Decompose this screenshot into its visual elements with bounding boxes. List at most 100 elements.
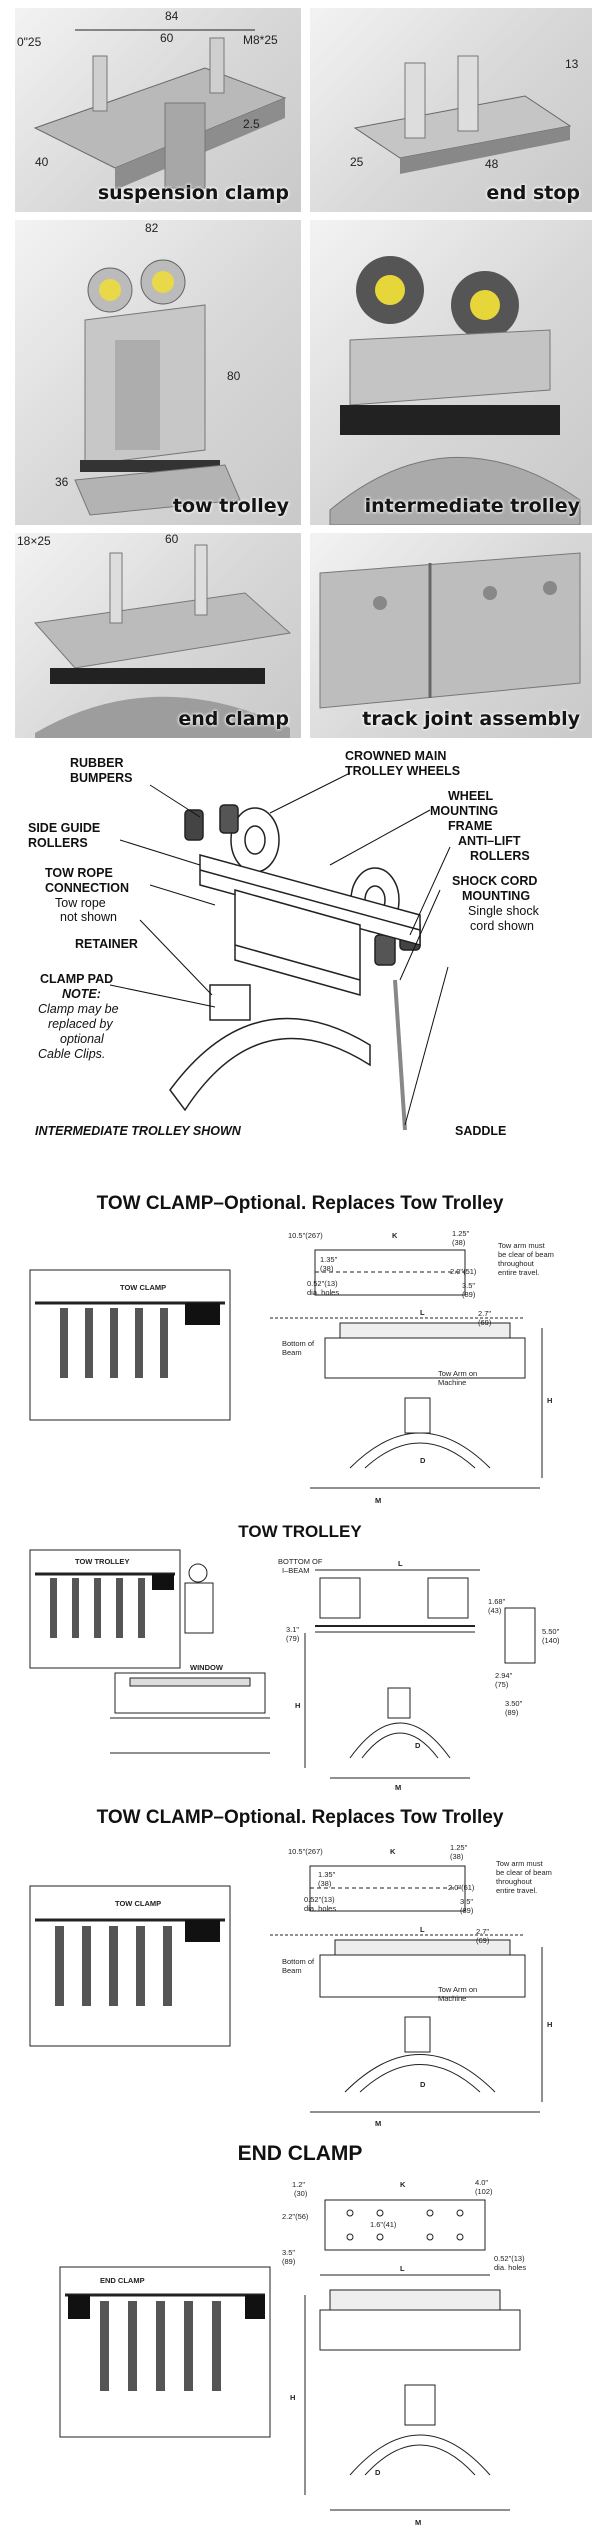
tow-trolley-drawing: TOW TROLLEY WINDOW BOTTOM OF I–BEAM L 1.… xyxy=(29,1549,560,1792)
svg-text:(89): (89) xyxy=(505,1708,519,1717)
label-saddle: SADDLE xyxy=(455,1124,506,1138)
svg-text:3.50": 3.50" xyxy=(505,1699,523,1708)
label-wheel-frame-1: WHEEL xyxy=(448,789,494,803)
photo-tow-trolley: 82 80 36 tow trolley xyxy=(15,220,301,525)
label-side-guide-2: ROLLERS xyxy=(28,836,88,850)
label-clamp-pad-6: Cable Clips. xyxy=(38,1047,105,1061)
svg-text:13: 13 xyxy=(565,57,579,71)
label-wheel-frame-3: FRAME xyxy=(448,819,492,833)
svg-text:(38): (38) xyxy=(452,1238,466,1247)
svg-text:60: 60 xyxy=(160,31,174,45)
label-tow-rope-4: not shown xyxy=(60,910,117,924)
svg-text:2.7": 2.7" xyxy=(476,1927,489,1936)
section-title-tow-trolley: TOW TROLLEY xyxy=(238,1522,362,1541)
svg-text:entire travel.: entire travel. xyxy=(498,1268,539,1277)
svg-text:END CLAMP: END CLAMP xyxy=(100,2276,145,2285)
svg-text:(38): (38) xyxy=(318,1879,332,1888)
svg-text:BOTTOM OF: BOTTOM OF xyxy=(278,1557,323,1566)
label-clamp-pad-4: replaced by xyxy=(48,1017,113,1031)
svg-text:D: D xyxy=(420,2080,426,2089)
photo-end-clamp: 18×25 60 end clamp xyxy=(15,533,301,738)
photo-intermediate-trolley: intermediate trolley xyxy=(310,220,592,525)
svg-text:Beam: Beam xyxy=(282,1966,302,1975)
svg-text:WINDOW: WINDOW xyxy=(190,1663,224,1672)
svg-text:L: L xyxy=(420,1308,425,1317)
svg-text:throughout: throughout xyxy=(498,1259,535,1268)
svg-text:TOW CLAMP: TOW CLAMP xyxy=(120,1283,166,1292)
svg-text:K: K xyxy=(390,1847,396,1856)
svg-text:Beam: Beam xyxy=(282,1348,302,1357)
svg-text:2.0"(51): 2.0"(51) xyxy=(450,1267,477,1276)
svg-text:2.5: 2.5 xyxy=(243,117,260,131)
end-clamp-drawing: END CLAMP 1.2" (30) K 4.0" (102) 2.2"(56… xyxy=(59,2178,526,2527)
svg-text:M8*25: M8*25 xyxy=(243,33,278,47)
svg-text:5.50": 5.50" xyxy=(542,1627,560,1636)
label-anti-lift-2: ROLLERS xyxy=(470,849,530,863)
svg-text:Machine: Machine xyxy=(438,1378,466,1387)
svg-text:K: K xyxy=(400,2180,406,2189)
svg-text:1.35": 1.35" xyxy=(318,1870,336,1879)
svg-text:3.5": 3.5" xyxy=(282,2248,295,2257)
svg-text:36: 36 xyxy=(55,475,69,489)
svg-text:Tow arm must: Tow arm must xyxy=(498,1241,546,1250)
label-crowned-2: TROLLEY WHEELS xyxy=(345,764,460,778)
label-crowned-1: CROWNED MAIN xyxy=(345,749,446,763)
tow-trolley-side-view xyxy=(110,1563,270,1754)
label-wheel-frame-2: MOUNTING xyxy=(430,804,498,818)
svg-text:1.68": 1.68" xyxy=(488,1597,506,1606)
svg-text:L: L xyxy=(398,1559,403,1568)
svg-text:4.0": 4.0" xyxy=(475,2178,488,2187)
svg-text:M: M xyxy=(415,2518,421,2527)
caption: intermediate trolley xyxy=(364,495,580,517)
svg-text:H: H xyxy=(547,1396,552,1405)
svg-text:10.5"(267): 10.5"(267) xyxy=(288,1847,323,1856)
label-clamp-pad-3: Clamp may be xyxy=(38,1002,119,1016)
label-shock-cord-3: Single shock xyxy=(468,904,540,918)
svg-text:10.5"(267): 10.5"(267) xyxy=(288,1231,323,1240)
svg-text:1.2": 1.2" xyxy=(292,2180,305,2189)
svg-text:(69): (69) xyxy=(476,1936,490,1945)
caption: end clamp xyxy=(178,708,289,730)
tow-clamp-drawing-1: TOW CLAMP 10.5"(267) K 1.25" (38) 1.35" … xyxy=(29,1229,554,1505)
svg-text:M: M xyxy=(375,1496,381,1505)
leader-lines xyxy=(109,772,451,1126)
svg-text:80: 80 xyxy=(227,369,241,383)
svg-text:Tow Arm on: Tow Arm on xyxy=(438,1985,477,1994)
svg-text:(89): (89) xyxy=(460,1906,474,1915)
svg-text:(89): (89) xyxy=(282,2257,296,2266)
svg-text:0.52"(13): 0.52"(13) xyxy=(494,2254,525,2263)
svg-text:2.94": 2.94" xyxy=(495,1671,513,1680)
svg-text:1.35": 1.35" xyxy=(320,1255,338,1264)
svg-text:D: D xyxy=(415,1741,421,1750)
svg-text:dia. holes: dia. holes xyxy=(304,1904,336,1913)
svg-text:1.6"(41): 1.6"(41) xyxy=(370,2220,397,2229)
label-anti-lift-1: ANTI–LIFT xyxy=(458,834,521,848)
svg-text:0"25: 0"25 xyxy=(17,35,42,49)
svg-text:M: M xyxy=(395,1783,401,1792)
photo-track-joint-assembly: track joint assembly xyxy=(310,533,592,738)
svg-text:82: 82 xyxy=(145,221,159,235)
svg-text:3.5": 3.5" xyxy=(462,1281,475,1290)
svg-text:be clear of beam: be clear of beam xyxy=(496,1868,552,1877)
svg-text:(140): (140) xyxy=(542,1636,560,1645)
svg-text:Tow arm must: Tow arm must xyxy=(496,1859,544,1868)
svg-text:3.1": 3.1" xyxy=(286,1625,299,1634)
tow-clamp-elevation xyxy=(270,1249,543,1489)
tow-clamp-inset: TOW CLAMP xyxy=(29,1269,231,1421)
intermediate-trolley-diagram: RUBBER BUMPERS CROWNED MAIN TROLLEY WHEE… xyxy=(28,749,540,1138)
label-tow-rope-2: CONNECTION xyxy=(45,881,129,895)
svg-text:18×25: 18×25 xyxy=(17,534,51,548)
svg-text:84: 84 xyxy=(165,9,179,23)
svg-text:I–BEAM: I–BEAM xyxy=(282,1566,310,1575)
svg-text:L: L xyxy=(400,2264,405,2273)
svg-text:K: K xyxy=(392,1231,398,1240)
svg-text:2.0"(51): 2.0"(51) xyxy=(448,1883,475,1892)
label-tow-rope-1: TOW ROPE xyxy=(45,866,113,880)
svg-text:H: H xyxy=(547,2020,552,2029)
tow-trolley-inset: TOW TROLLEY xyxy=(29,1549,181,1669)
photo-suspension-clamp: 0"25 84 60 M8*25 2.5 40 suspension clamp xyxy=(15,8,301,212)
label-intermediate-shown: INTERMEDIATE TROLLEY SHOWN xyxy=(35,1124,242,1138)
svg-text:2.7": 2.7" xyxy=(478,1309,491,1318)
section-title-tow-clamp-2: TOW CLAMP–Optional. Replaces Tow Trolley xyxy=(96,1807,504,1828)
caption: track joint assembly xyxy=(362,708,580,730)
